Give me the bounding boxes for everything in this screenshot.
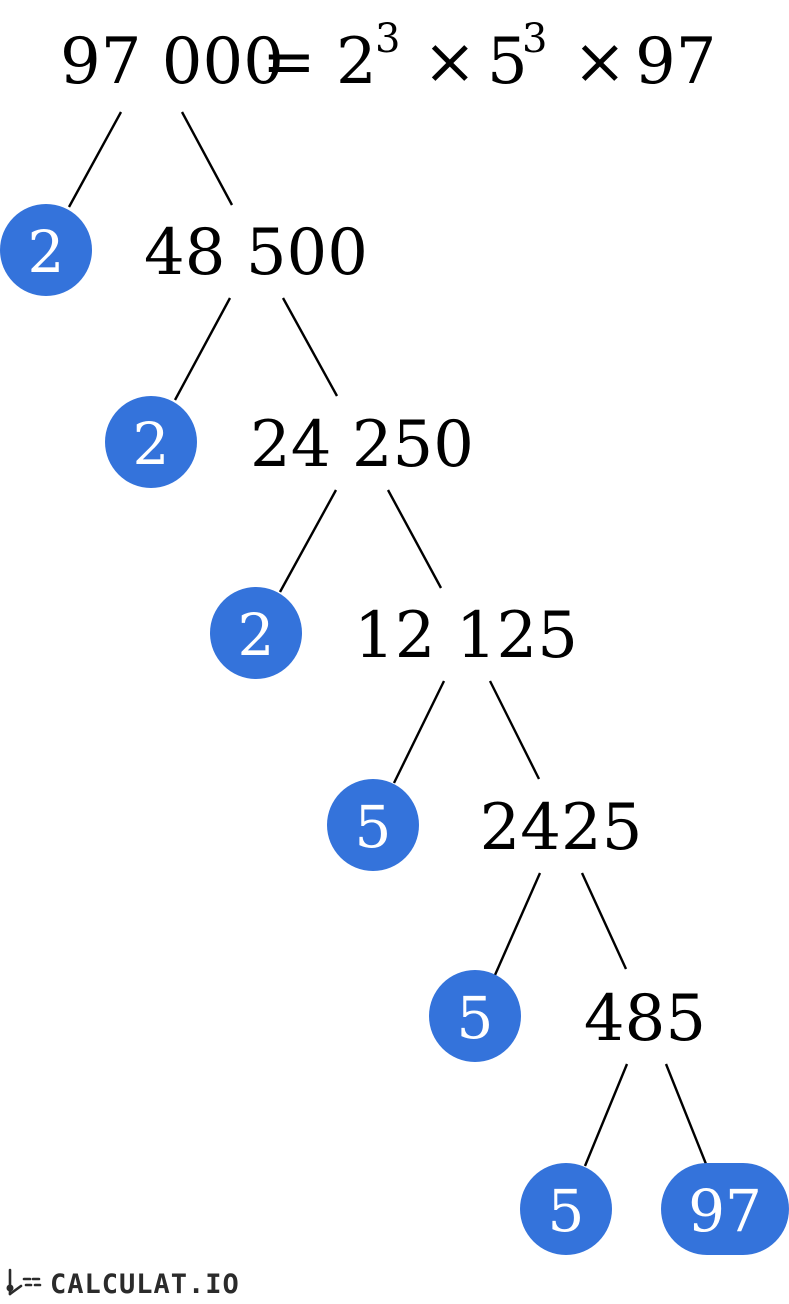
prime-node xyxy=(327,779,419,871)
branch-line xyxy=(173,297,232,401)
branch-line xyxy=(180,111,234,206)
prime-node xyxy=(429,970,521,1062)
factor-base-2: 5 xyxy=(487,25,528,99)
factor-base-3: 97 xyxy=(635,25,716,99)
equation-equals: = xyxy=(262,25,316,99)
tree-level-4: 5 2425 xyxy=(327,779,642,871)
tree-level-6: 5 97 xyxy=(520,1163,789,1255)
brand-logo: CALCULAT.IO xyxy=(4,1268,240,1300)
branch-line xyxy=(488,680,541,780)
branch-line xyxy=(386,489,443,589)
factor-exp-2: 3 xyxy=(522,16,547,62)
prime-factor-label: 97 xyxy=(688,1177,762,1245)
brand-name: CALCULAT.IO xyxy=(50,1268,240,1300)
factor-base-1: 2 xyxy=(336,25,377,99)
compass-logo-icon xyxy=(4,1267,46,1301)
quotient-label: 48 500 xyxy=(144,216,368,290)
prime-factor-label: 2 xyxy=(133,410,170,478)
branch-line xyxy=(664,1063,708,1165)
prime-node xyxy=(210,587,302,679)
branch-line xyxy=(278,489,338,593)
quotient-label: 12 125 xyxy=(354,599,578,673)
branch-lines xyxy=(67,111,708,1167)
prime-node xyxy=(105,396,197,488)
factor-exp-1: 3 xyxy=(375,16,400,62)
prime-factor-label: 5 xyxy=(355,793,392,861)
branch-line xyxy=(493,872,542,976)
times-sign-2: × xyxy=(573,25,627,99)
branch-line xyxy=(583,1063,629,1167)
tree-level-3: 2 12 125 xyxy=(210,587,578,679)
branch-line xyxy=(392,680,446,784)
tree-level-1: 2 48 500 xyxy=(0,204,368,296)
times-sign-1: × xyxy=(423,25,477,99)
quotient-label: 24 250 xyxy=(250,408,474,482)
quotient-label: 2425 xyxy=(480,791,643,865)
prime-factor-label: 2 xyxy=(238,601,275,669)
prime-node xyxy=(661,1163,789,1255)
branch-line xyxy=(580,872,628,970)
tree-level-5: 5 485 xyxy=(429,970,706,1062)
prime-node xyxy=(0,204,92,296)
branch-line xyxy=(281,297,339,397)
prime-factor-label: 5 xyxy=(548,1177,585,1245)
quotient-label: 485 xyxy=(584,982,706,1056)
prime-factor-label: 2 xyxy=(28,218,65,286)
prime-factor-label: 5 xyxy=(457,984,494,1052)
prime-node xyxy=(520,1163,612,1255)
equation-number: 97 000 xyxy=(60,25,284,99)
equation: 97 000 = 2 3 × 5 3 × 97 xyxy=(60,16,716,99)
tree-level-2: 2 24 250 xyxy=(105,396,474,488)
branch-line xyxy=(67,111,123,208)
